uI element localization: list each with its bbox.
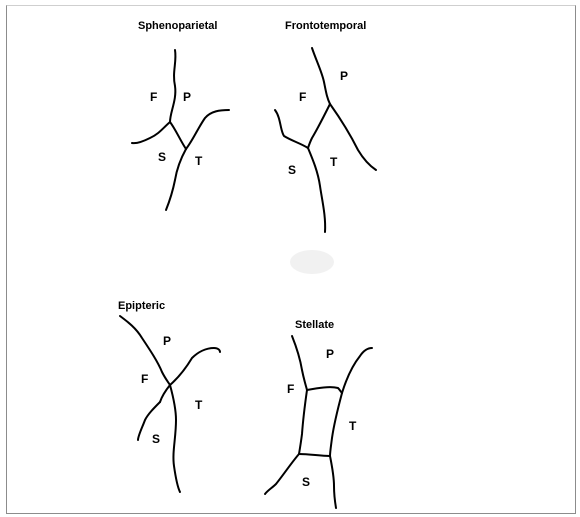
label-sphenoid: S: [288, 163, 296, 177]
suture-coronal: [312, 48, 330, 104]
label-frontal: F: [287, 382, 294, 396]
label-frontal: F: [299, 90, 306, 104]
panel-sphenoparietal: Sphenoparietal F P S T: [132, 20, 229, 210]
panel-title-sphenoparietal: Sphenoparietal: [138, 20, 217, 32]
suture-parietal-temporal: [342, 348, 372, 393]
label-frontal: F: [150, 90, 157, 104]
scan-smudge: [290, 250, 334, 274]
suture-frontotemporal: [308, 104, 330, 148]
label-temporal: T: [349, 419, 357, 433]
suture-sphenoid-temporal: [170, 385, 180, 492]
suture-parietal-temporal: [186, 110, 229, 149]
suture-epipteric-junction: [160, 385, 170, 402]
label-temporal: T: [195, 154, 203, 168]
suture-sphenoid-lower: [265, 454, 299, 494]
suture-sphenoparietal: [170, 122, 186, 149]
panel-title-frontotemporal: Frontotemporal: [285, 20, 366, 32]
suture-sphenoid-temporal: [166, 149, 186, 210]
suture-frontal-sphenoid: [275, 110, 308, 148]
label-temporal: T: [195, 398, 203, 412]
label-parietal: P: [163, 334, 171, 348]
label-sphenoid: S: [158, 150, 166, 164]
label-parietal: P: [183, 90, 191, 104]
suture-sphenoid-temporal-right: [330, 393, 342, 456]
label-sphenoid: S: [302, 475, 310, 489]
panel-epipteric: Epipteric P F T S: [118, 300, 220, 492]
label-frontal: F: [141, 372, 148, 386]
suture-temporal-lower: [330, 456, 336, 508]
suture-stellate-junction: [299, 454, 330, 456]
label-temporal: T: [330, 155, 338, 169]
label-sphenoid: S: [152, 432, 160, 446]
panel-stellate: Stellate P F T S: [265, 319, 372, 508]
suture-frontal-sphenoid-upper: [307, 387, 342, 393]
panel-frontotemporal: Frontotemporal F P S T: [275, 20, 376, 274]
suture-parietal-frontal-upper: [170, 50, 175, 122]
panel-title-stellate: Stellate: [295, 319, 334, 331]
panel-title-epipteric: Epipteric: [118, 300, 165, 312]
suture-frontal-sphenoid: [132, 122, 170, 143]
label-parietal: P: [340, 69, 348, 83]
label-parietal: P: [326, 347, 334, 361]
suture-sphenoid-temporal: [308, 148, 325, 232]
suture-parietal-temporal: [170, 348, 220, 385]
suture-frontal-sphenoid: [299, 390, 307, 454]
